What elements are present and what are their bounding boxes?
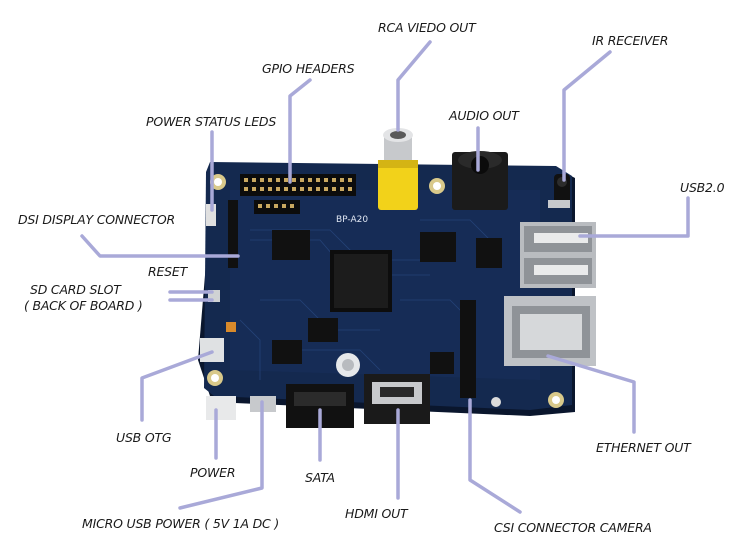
label-gpio-headers: GPIO HEADERS — [262, 61, 355, 76]
label-micro-usb-power: MICRO USB POWER ( 5V 1A DC ) — [82, 516, 280, 531]
mounting-holes — [207, 174, 564, 408]
usb-otg-port — [200, 338, 224, 362]
power-jack — [206, 396, 236, 420]
label-power: POWER — [190, 465, 236, 480]
label-ir-receiver: IR RECEIVER — [592, 33, 669, 48]
ir-receiver-part — [548, 174, 570, 208]
leader-rca — [396, 40, 432, 132]
soc-chip — [330, 250, 392, 312]
audio-jack — [452, 151, 508, 210]
label-rca-video-out: RCA VIEDO OUT — [378, 20, 476, 35]
leader-usb-otg — [140, 350, 214, 422]
label-sd-card-slot: SD CARD SLOT — [30, 282, 121, 297]
leader-dsi — [80, 234, 240, 258]
leader-csi — [468, 398, 522, 514]
label-usb-otg: USB OTG — [116, 430, 172, 445]
leader-micro-usb — [178, 400, 264, 510]
ethernet-port — [504, 296, 596, 366]
label-power-status-leds: POWER STATUS LEDS — [146, 114, 277, 129]
gpio-header — [240, 174, 356, 214]
leader-ir — [562, 50, 612, 182]
board-marking: BP-A20 — [336, 215, 368, 225]
usb-ports — [520, 222, 596, 288]
label-dsi-display-connector: DSI DISPLAY CONNECTOR — [18, 212, 175, 227]
label-audio-out: AUDIO OUT — [449, 108, 519, 123]
ram-chips — [272, 230, 502, 374]
leader-gpio — [288, 78, 312, 184]
leader-ethernet — [546, 354, 636, 434]
csi-connector-part — [460, 300, 476, 398]
label-csi-connector-camera: CSI CONNECTOR CAMERA — [494, 520, 652, 535]
dsi-connector-part — [228, 200, 238, 268]
label-usb2: USB2.0 — [680, 180, 725, 195]
label-ethernet-out: ETHERNET OUT — [596, 440, 691, 455]
label-sata: SATA — [305, 470, 335, 485]
label-hdmi-out: HDMI OUT — [345, 506, 408, 521]
label-reset: RESET — [148, 264, 188, 279]
leader-usb2 — [578, 196, 690, 238]
leader-lines — [80, 40, 690, 514]
rca-jack — [378, 128, 418, 210]
board-photo: BP-A20 — [198, 128, 596, 428]
label-sd-card-slot-note: ( BACK OF BOARD ) — [24, 298, 143, 313]
